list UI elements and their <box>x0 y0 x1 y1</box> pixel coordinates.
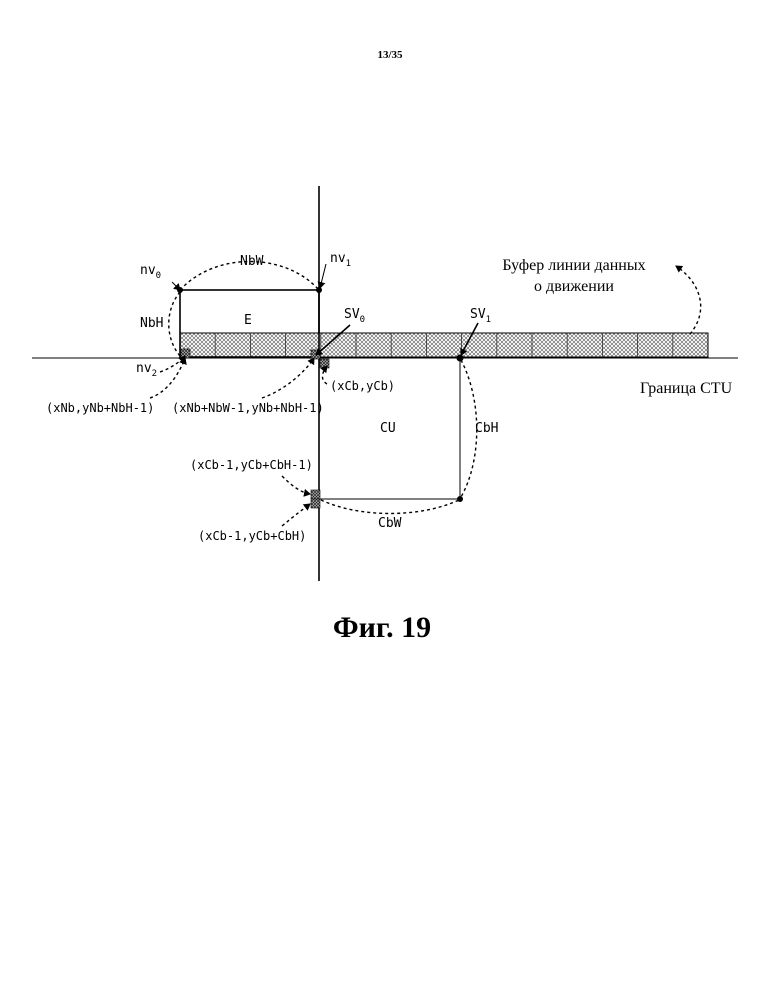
sample-xcb <box>320 359 329 368</box>
label-xcb-h1: (xCb-1,yCb+CbH-1) <box>190 458 313 472</box>
buffer-callout-arrow <box>676 266 701 334</box>
label-sv1: SV1 <box>470 307 491 325</box>
xcb-h1-arrow <box>282 476 310 494</box>
page-number: 13/35 <box>377 49 403 61</box>
cbw-dimension-arc <box>321 500 459 514</box>
label-e: E <box>244 313 252 328</box>
label-buffer-line2: о движении <box>534 278 614 295</box>
xcb-h-arrow <box>282 504 310 526</box>
sample-xcb-h <box>311 499 320 508</box>
label-cbh: CbH <box>475 421 498 436</box>
label-ctu-boundary: Граница CTU <box>640 380 733 397</box>
label-sv0: SV0 <box>344 307 365 325</box>
control-point-sv1 <box>457 355 464 362</box>
label-buffer-line1: Буфер линии данных <box>502 257 645 274</box>
sample-xnb <box>181 349 190 358</box>
label-nv0: nv0 <box>140 263 161 281</box>
xcb-arrow <box>322 366 327 384</box>
sample-xnbw <box>311 350 320 359</box>
label-nbh: NbH <box>140 316 163 331</box>
label-xnbw: (xNb+NbW-1,yNb+NbH-1) <box>172 401 324 415</box>
label-xnb: (xNb,yNb+NbH-1) <box>46 401 154 415</box>
label-xcb: (xCb,yCb) <box>330 379 395 393</box>
nbh-dimension-arc <box>169 292 180 356</box>
label-xcb-h: (xCb-1,yCb+CbH) <box>198 529 306 543</box>
label-nv1: nv1 <box>330 251 351 269</box>
nv1-arrow <box>320 264 326 288</box>
label-cu: CU <box>380 421 396 436</box>
label-cbw: CbW <box>378 516 402 531</box>
label-nbw: NbW <box>240 254 264 269</box>
xnbw-arrow <box>262 358 314 398</box>
line-buffer-strip <box>180 333 708 357</box>
label-nv2: nv2 <box>136 361 157 379</box>
sample-xcb-h1 <box>311 490 320 499</box>
figure-caption: Фиг. 19 <box>333 611 431 644</box>
nv0-arrow <box>172 282 180 290</box>
